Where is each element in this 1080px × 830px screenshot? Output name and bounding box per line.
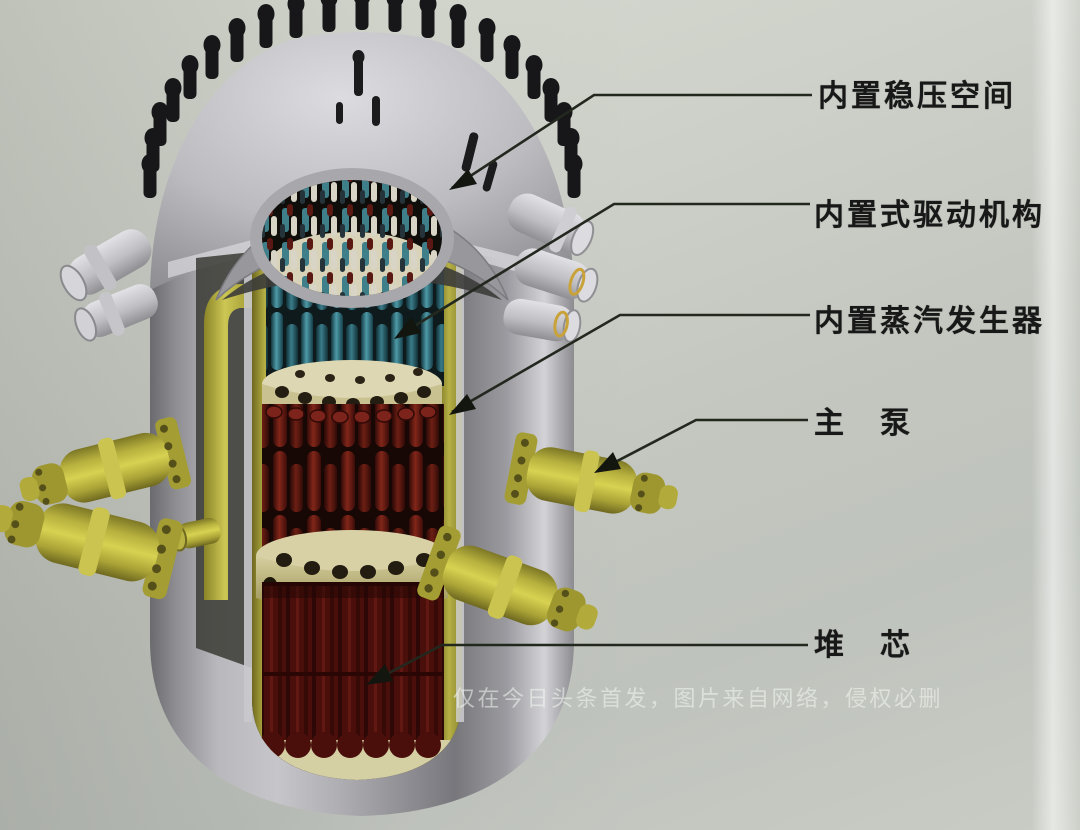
leader-line-drive-mechanism bbox=[397, 202, 810, 338]
leader-line-main-pump bbox=[597, 418, 808, 473]
label-drive-mechanism: 内置式驱动机构 bbox=[814, 199, 1045, 232]
leader-line-pressurizer-space bbox=[451, 93, 812, 190]
leader-arrowheads bbox=[366, 169, 621, 685]
leader-line-steam-generator bbox=[451, 313, 810, 414]
riser-pipe bbox=[204, 284, 256, 600]
core-barrel bbox=[252, 582, 462, 780]
window-rim-left bbox=[244, 252, 252, 722]
label-pressurizer-space: 内置稳压空间 bbox=[818, 80, 1016, 113]
steam-generator-bank bbox=[262, 404, 444, 550]
arrowhead-steam-generator-icon bbox=[449, 394, 476, 415]
window-rim-right bbox=[456, 252, 464, 722]
arrowhead-reactor-core-icon bbox=[366, 664, 393, 685]
nozzles-upper-left bbox=[59, 229, 158, 342]
label-steam-generator: 内置蒸汽发生器 bbox=[814, 305, 1045, 338]
arrowhead-pressurizer-space-icon bbox=[449, 169, 477, 190]
leader-lines bbox=[369, 93, 812, 685]
head-opening bbox=[250, 168, 454, 308]
main-pump-left-upper bbox=[19, 417, 192, 505]
dome-studs bbox=[336, 50, 498, 192]
main-pump-right-lower bbox=[417, 525, 598, 632]
pressurizer-space-rods bbox=[262, 180, 442, 296]
label-main-pump: 主 泵 bbox=[814, 407, 913, 440]
main-pump-left-lower bbox=[0, 501, 183, 600]
cutaway-interior bbox=[252, 252, 462, 780]
watermark-text: 仅在今日头条首发，图片来自网络，侵权必删 bbox=[453, 686, 944, 711]
nozzles-upper-right bbox=[503, 193, 599, 343]
arrowhead-main-pump-icon bbox=[594, 452, 621, 473]
label-reactor-core: 堆 芯 bbox=[814, 629, 913, 662]
leader-line-reactor-core bbox=[369, 643, 808, 685]
left-recess bbox=[168, 252, 256, 668]
arrowhead-drive-mechanism-icon bbox=[394, 317, 421, 339]
